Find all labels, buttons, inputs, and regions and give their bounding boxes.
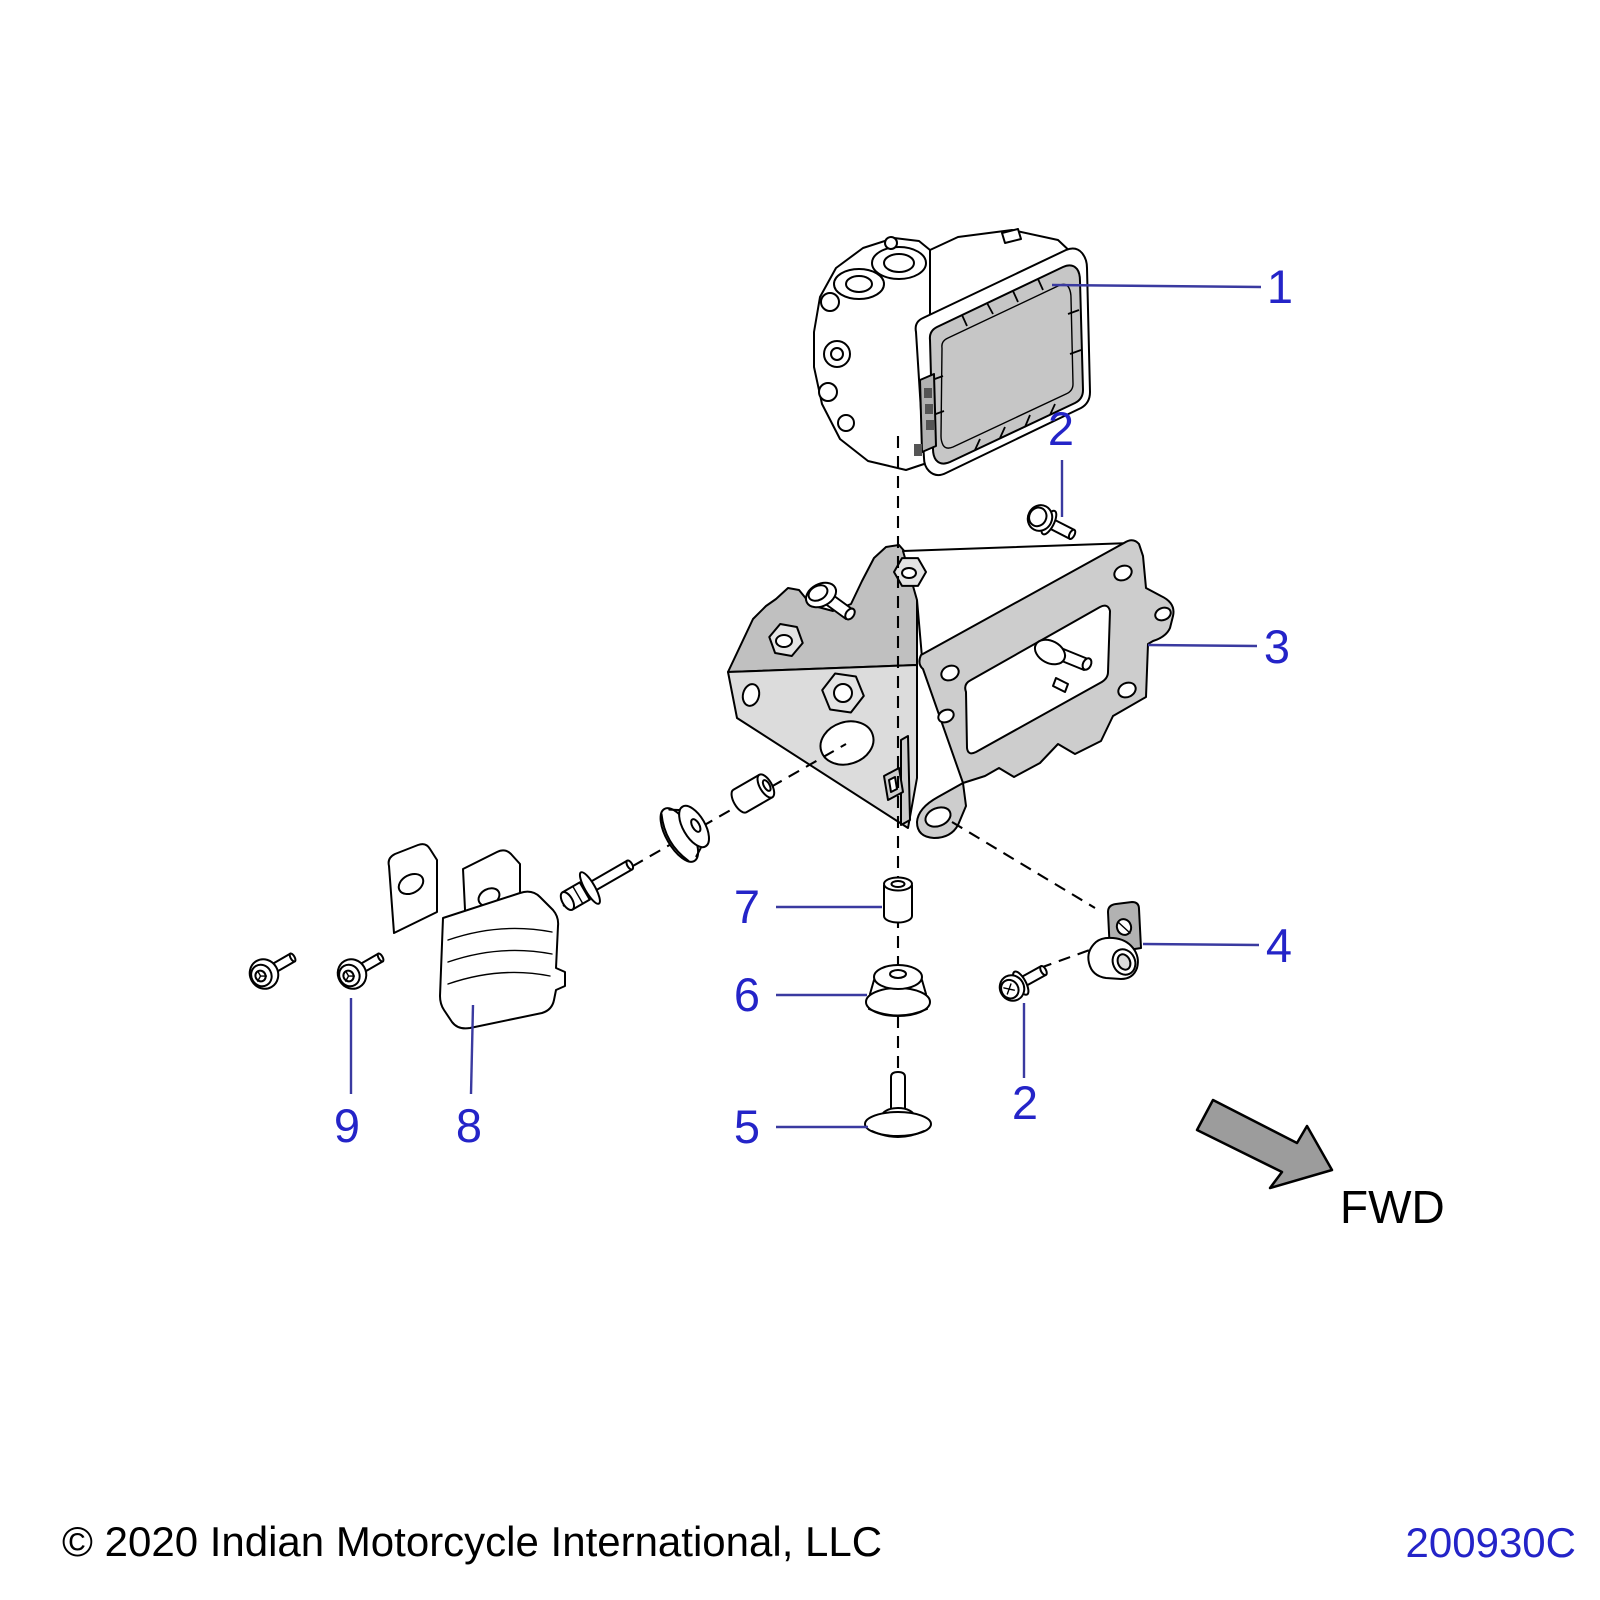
spacer-part7-drawing bbox=[883, 876, 913, 924]
bracket-stud-upper bbox=[804, 581, 856, 621]
abs-module-drawing bbox=[813, 228, 1091, 477]
grommet-part6-drawing bbox=[865, 964, 931, 1017]
screw-part9b-drawing bbox=[336, 952, 385, 990]
grommet-diagonal-drawing bbox=[659, 804, 710, 863]
callout-8: 8 bbox=[456, 1099, 482, 1152]
bracket-hole bbox=[940, 664, 960, 682]
callout-4: 4 bbox=[1266, 919, 1292, 972]
weld-nut-ear-top bbox=[893, 557, 927, 587]
axis-diagonal-lower-right bbox=[951, 821, 1096, 909]
footer: © 2020 Indian Motorcycle International, … bbox=[62, 1518, 1576, 1566]
axis-bolt-to-clamp bbox=[1039, 947, 1096, 969]
screw-part5-drawing bbox=[864, 1071, 932, 1138]
callout-3: 3 bbox=[1264, 620, 1290, 673]
mounting-bracket-drawing bbox=[727, 539, 1175, 839]
callout-2-upper: 2 bbox=[1048, 402, 1074, 455]
side-port-3 bbox=[837, 414, 855, 432]
side-port-2 bbox=[818, 382, 838, 402]
callout-7: 7 bbox=[734, 880, 760, 933]
callout-leader-lines bbox=[349, 283, 1262, 1129]
connector-cover-face bbox=[928, 264, 1084, 465]
direction-indicator: FWD bbox=[1195, 1098, 1445, 1233]
bracket-stud-inner bbox=[1033, 638, 1093, 693]
bolt-part2-upper-drawing bbox=[1026, 504, 1077, 540]
spacer-diagonal-drawing bbox=[730, 773, 776, 814]
weld-nut-center bbox=[821, 672, 865, 714]
callout-labels: 1 2 3 4 5 6 7 2 8 9 bbox=[334, 260, 1293, 1153]
callout-6: 6 bbox=[734, 968, 760, 1021]
bracket-side-flange bbox=[900, 735, 911, 826]
bracket-big-hole bbox=[819, 720, 875, 766]
weld-nut-ear-left bbox=[768, 623, 804, 657]
bracket-peg bbox=[1052, 677, 1069, 693]
lobe-hole bbox=[924, 806, 952, 828]
bracket-left-plate-band bbox=[727, 544, 918, 673]
top-port bbox=[820, 292, 840, 312]
bracket-hole-small bbox=[741, 683, 761, 707]
fwd-arrow-icon bbox=[1195, 1098, 1334, 1190]
drawing-number-text: 200930C bbox=[1406, 1519, 1576, 1566]
leader-line-1 bbox=[1051, 283, 1262, 289]
connector-tab bbox=[1001, 228, 1022, 244]
leader-line-3 bbox=[1147, 643, 1258, 648]
bracket-hole bbox=[1113, 564, 1133, 582]
bracket-hole bbox=[1117, 681, 1137, 699]
bracket-ear-hole bbox=[1154, 606, 1172, 622]
flange-bolt-drawing bbox=[559, 859, 635, 912]
screw-part9a-drawing bbox=[248, 952, 297, 990]
bracket-hole bbox=[937, 708, 955, 724]
copyright-text: © 2020 Indian Motorcycle International, … bbox=[62, 1518, 882, 1565]
bracket-cover-part8-drawing bbox=[387, 843, 566, 1030]
leader-line-8 bbox=[469, 1004, 475, 1095]
callout-1: 1 bbox=[1267, 260, 1293, 313]
callout-2-lower: 2 bbox=[1012, 1076, 1038, 1129]
callout-5: 5 bbox=[734, 1100, 760, 1153]
clamp-part4-drawing bbox=[1087, 901, 1142, 980]
bolt-part2-lower-drawing bbox=[998, 965, 1048, 1002]
leader-line-4 bbox=[1142, 942, 1260, 947]
callout-9: 9 bbox=[334, 1099, 360, 1152]
fwd-label: FWD bbox=[1340, 1181, 1445, 1233]
cover-inner-line bbox=[940, 283, 1074, 449]
bracket-window-cutout bbox=[964, 604, 1111, 755]
cover-body bbox=[439, 890, 566, 1030]
